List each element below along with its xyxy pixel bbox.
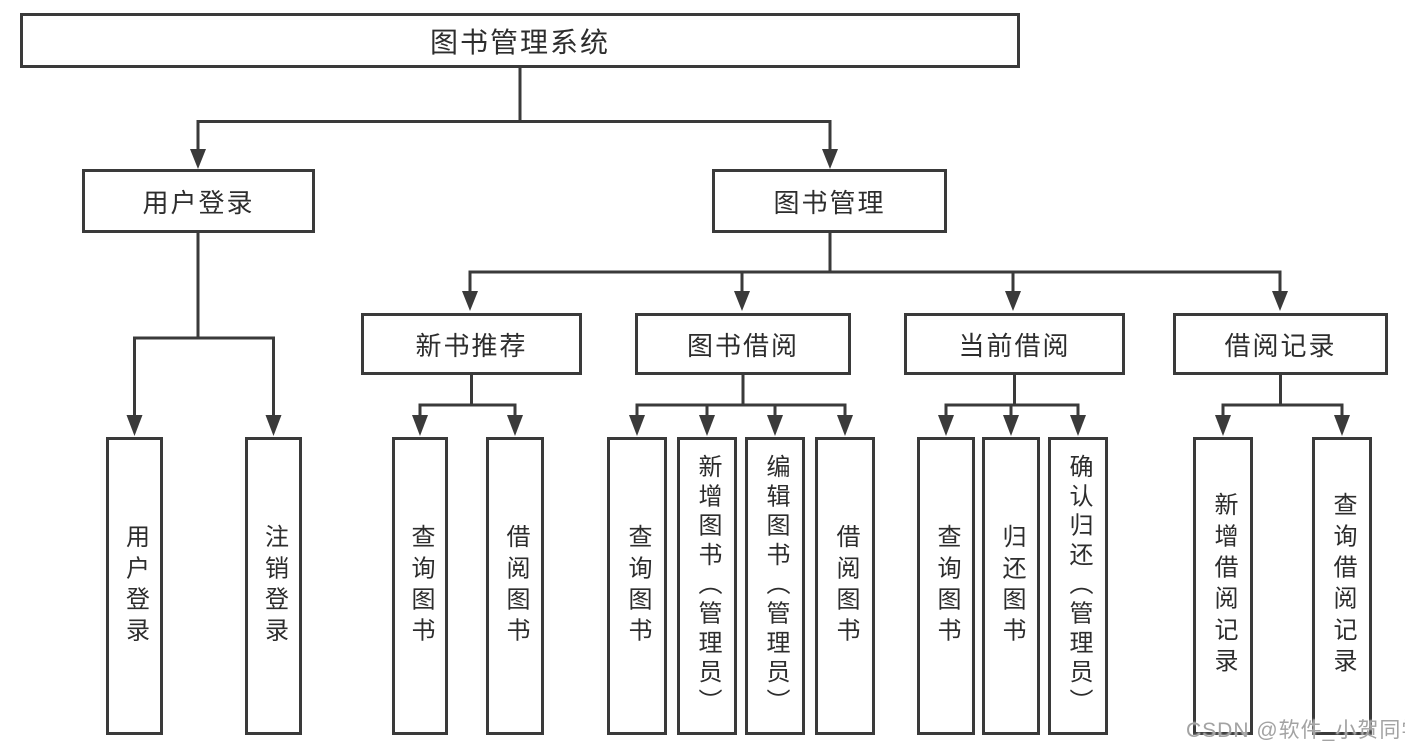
connectors-user-login-group bbox=[126, 233, 282, 436]
leaf-borrow-books: 借阅图书 bbox=[815, 437, 875, 735]
leaf-logout: 注销登录 bbox=[245, 437, 302, 735]
node-user-login: 用户登录 bbox=[82, 169, 315, 233]
connectors-current-borrow-group bbox=[938, 375, 1086, 436]
node-label: 注销登录 bbox=[260, 523, 288, 649]
connectors-borrow-records-group bbox=[1215, 375, 1350, 436]
node-label: 查询借阅记录 bbox=[1329, 492, 1356, 680]
leaf-confirm-return-admin: 确认归还（管理员） bbox=[1048, 437, 1108, 735]
node-label: 新增图书（管理员） bbox=[694, 454, 721, 718]
node-label: 用户登录 bbox=[142, 187, 255, 218]
leaf-add-book-admin: 新增图书（管理员） bbox=[677, 437, 737, 735]
leaf-add-borrow-record: 新增借阅记录 bbox=[1193, 437, 1253, 735]
connectors-new-book-group bbox=[412, 375, 523, 436]
node-label: 编辑图书（管理员） bbox=[762, 454, 789, 718]
leaf-query-books-borrowing: 查询图书 bbox=[607, 437, 667, 735]
node-label: 新书推荐 bbox=[415, 330, 528, 361]
node-library-management-system: 图书管理系统 bbox=[20, 13, 1020, 68]
leaf-query-books-recommend: 查询图书 bbox=[392, 437, 448, 735]
leaf-edit-book-admin: 编辑图书（管理员） bbox=[745, 437, 805, 735]
node-label: 归还图书 bbox=[998, 523, 1025, 649]
node-book-management: 图书管理 bbox=[712, 169, 947, 233]
node-label: 确认归还（管理员） bbox=[1065, 454, 1092, 718]
node-label: 新增借阅记录 bbox=[1210, 492, 1237, 680]
connectors-book-borrow-group bbox=[629, 375, 853, 436]
node-book-borrowing: 图书借阅 bbox=[635, 313, 851, 375]
node-label: 借阅记录 bbox=[1224, 330, 1337, 361]
node-label: 用户登录 bbox=[121, 523, 149, 649]
node-label: 当前借阅 bbox=[958, 330, 1071, 361]
csdn-watermark: CSDN @软件_小贺同学 bbox=[1186, 719, 1405, 742]
node-label: 图书管理 bbox=[773, 187, 886, 218]
node-label: 查询图书 bbox=[624, 523, 651, 649]
node-new-book-recommendation: 新书推荐 bbox=[361, 313, 582, 375]
leaf-return-book: 归还图书 bbox=[982, 437, 1040, 735]
node-label: 图书管理系统 bbox=[429, 26, 610, 58]
node-label: 查询图书 bbox=[933, 523, 960, 649]
connectors-root-to-level2 bbox=[190, 68, 838, 169]
node-label: 查询图书 bbox=[407, 523, 434, 649]
node-label: 借阅图书 bbox=[502, 523, 529, 649]
leaf-query-borrow-record: 查询借阅记录 bbox=[1312, 437, 1372, 735]
leaf-borrow-books-recommend: 借阅图书 bbox=[486, 437, 544, 735]
leaf-user-login: 用户登录 bbox=[106, 437, 163, 735]
node-borrowing-records: 借阅记录 bbox=[1173, 313, 1388, 375]
node-label: 借阅图书 bbox=[832, 523, 859, 649]
node-current-borrowing: 当前借阅 bbox=[904, 313, 1125, 375]
connectors-book-management-to-level3 bbox=[462, 233, 1288, 311]
leaf-query-books-current: 查询图书 bbox=[917, 437, 975, 735]
node-label: 图书借阅 bbox=[686, 330, 799, 361]
